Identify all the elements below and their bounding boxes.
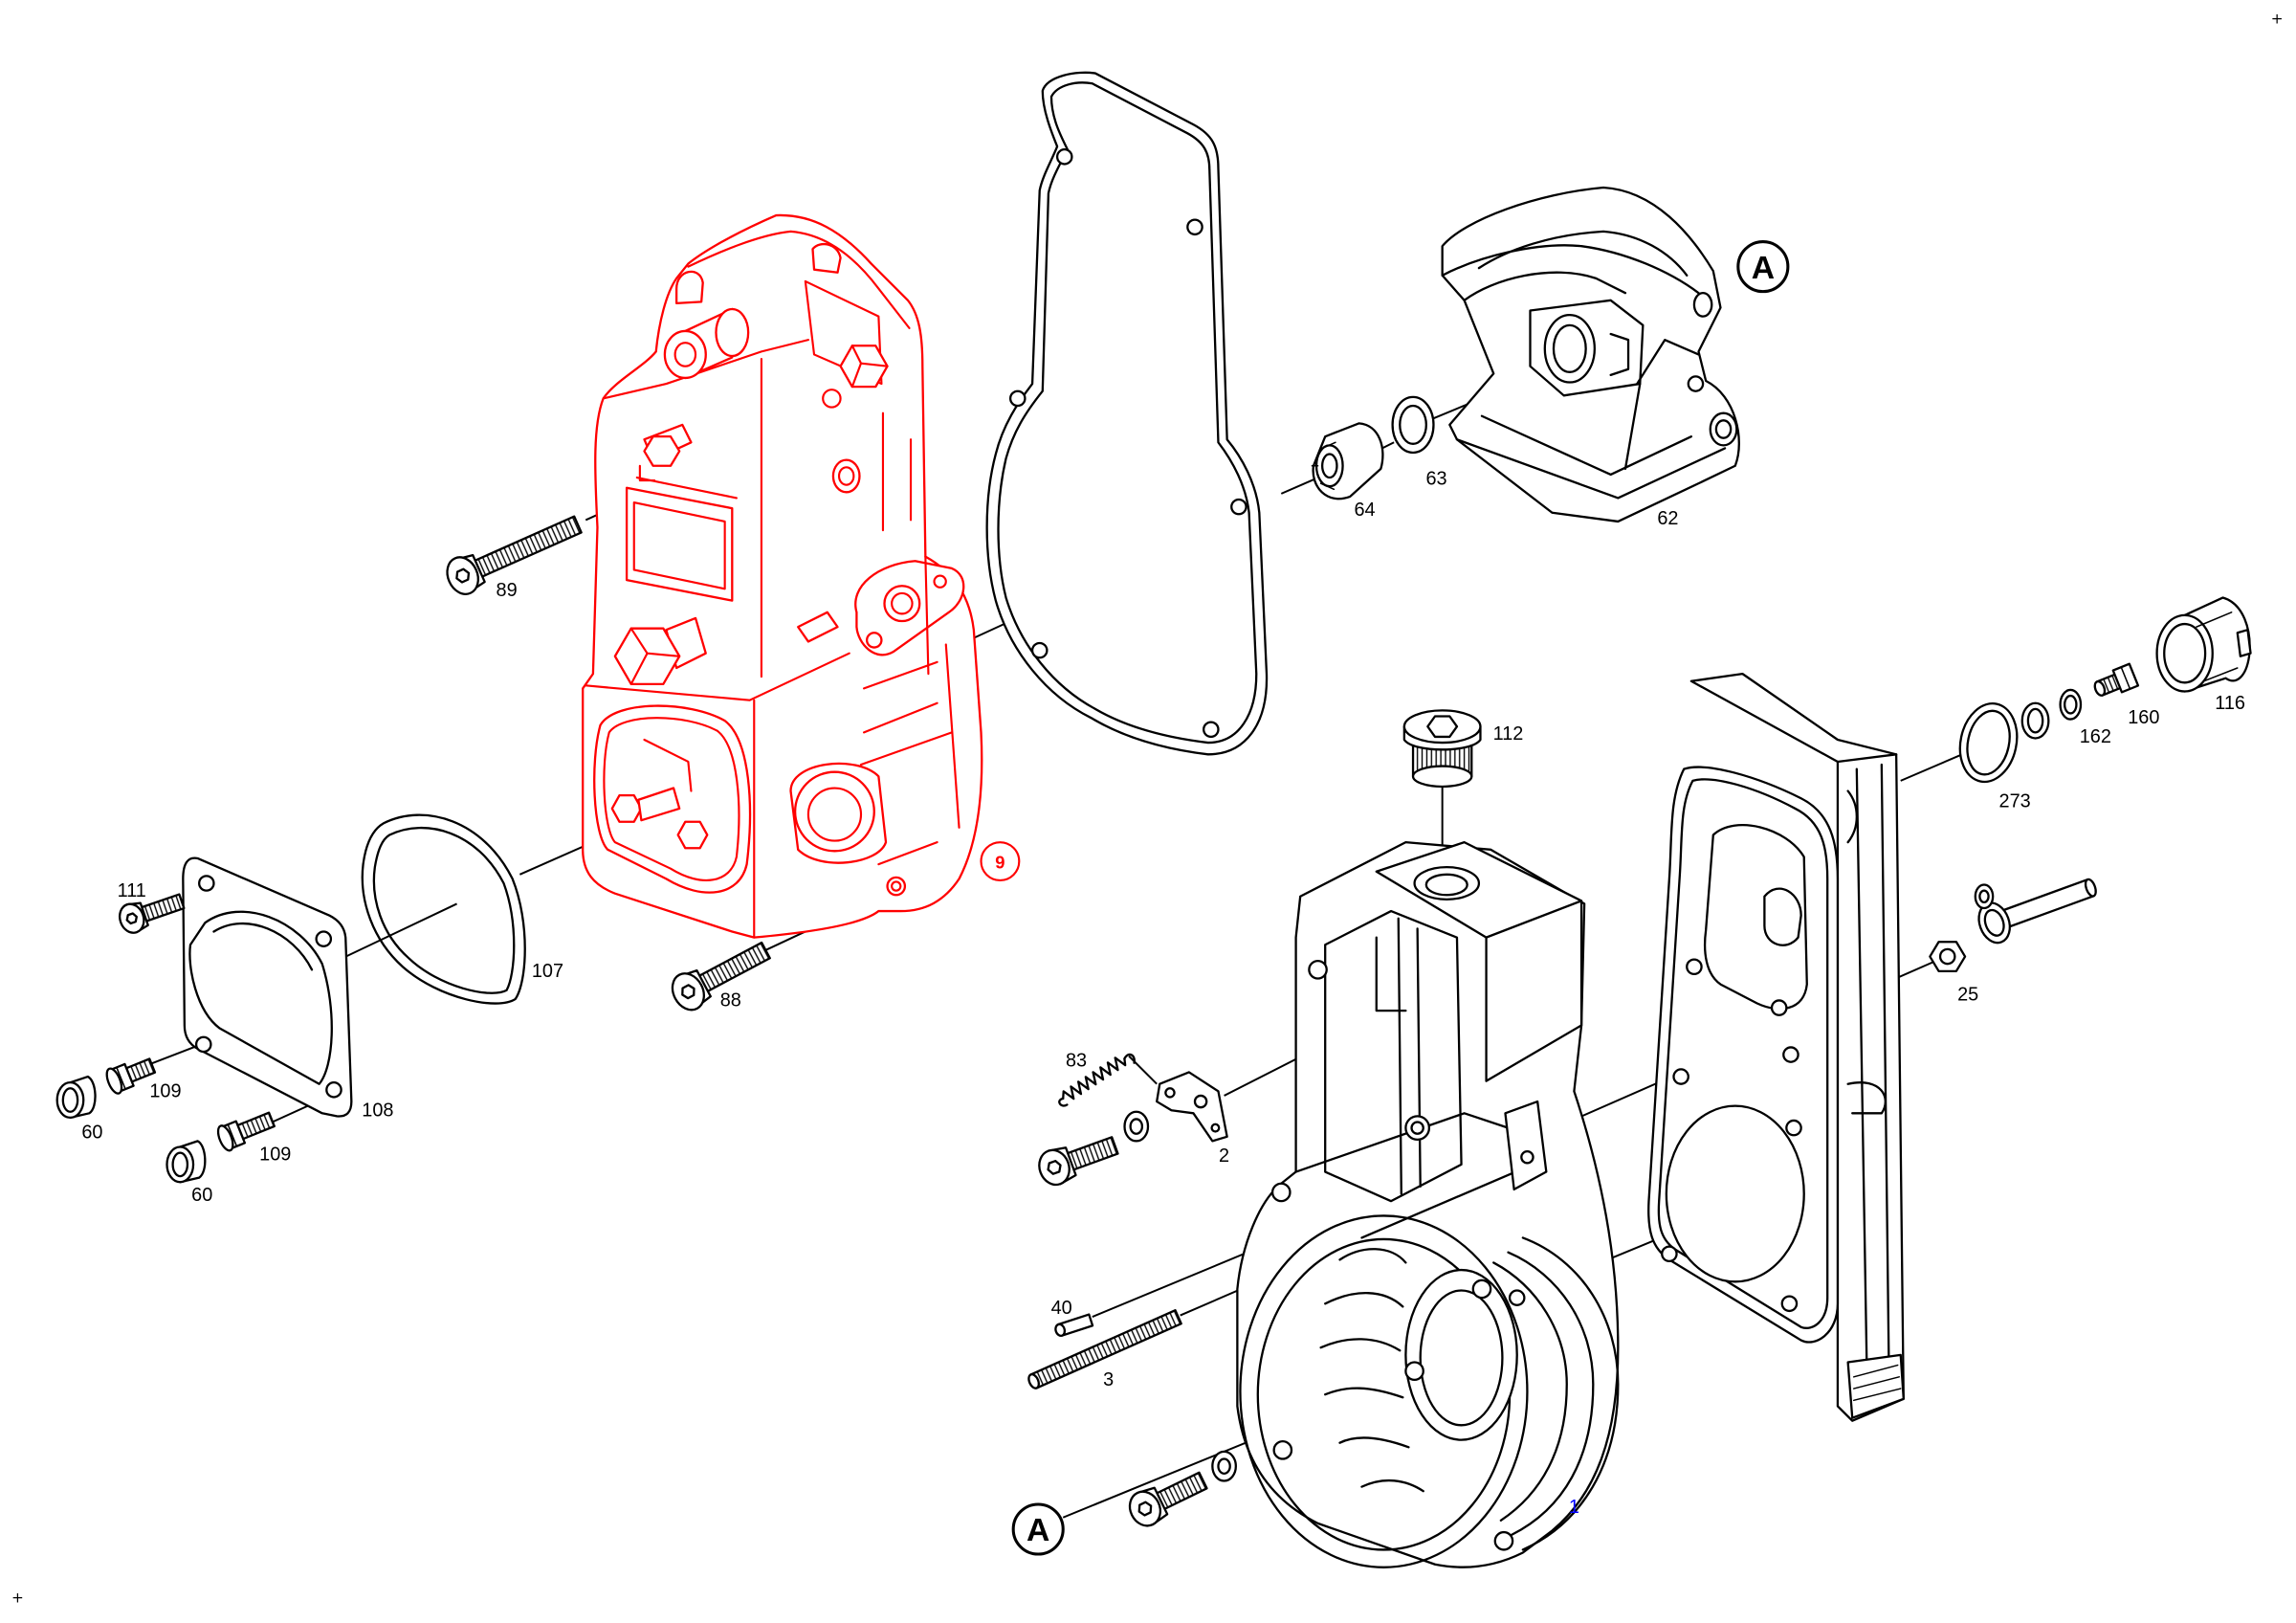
callout-63[interactable]: 63 [1425,469,1446,490]
gasket-top [985,71,1269,756]
callout-160[interactable]: 160 [2128,707,2159,728]
callout-88[interactable]: 88 [720,990,741,1012]
part-89-screw [446,515,583,595]
callouts: 89 88 107 9 111 109 108 60 60 109 64 63 … [81,240,2245,1556]
part-83-spring [1058,1053,1136,1107]
reference-marker-A-top-label[interactable]: A [1752,251,1775,286]
part-2-bracket [1156,1071,1228,1143]
part-273-ring [1958,702,2019,784]
callout-107[interactable]: 107 [532,961,563,982]
reference-marker-A-top[interactable]: A [1736,240,1790,294]
callout-40[interactable]: 40 [1051,1298,1072,1319]
leader-line-63 [1381,441,1395,450]
corner-mark-top-right: + [2271,11,2284,28]
reference-marker-A-bottom-circle[interactable] [1011,1502,1065,1556]
part-40-pin [1054,1313,1094,1337]
callout-64[interactable]: 64 [1354,500,1375,521]
part-63-ring [1391,395,1435,455]
part-64-fitting [1311,422,1384,500]
leader-line-83 [1128,1055,1158,1085]
part-162-seal-rings [2020,688,2083,740]
callout-273[interactable]: 273 [1999,790,2031,812]
part-109-fitting-a [105,1057,157,1095]
part-62-bracket [1441,186,1740,523]
callout-62[interactable]: 62 [1657,508,1678,529]
part-160-fitting [2093,662,2140,697]
screw-bottom [1128,1471,1208,1527]
callout-111[interactable]: 111 [118,880,146,901]
reference-marker-A-bottom[interactable]: A [1011,1502,1065,1556]
part-107-gasket [361,813,526,1005]
part-1-housing [1236,840,1620,1568]
callout-9[interactable]: 9 [995,853,1004,873]
callout-162[interactable]: 162 [2080,726,2111,747]
part-112-plug [1402,709,1482,789]
part-3-stud [1027,1309,1182,1390]
part-9-housing-highlighted [582,213,983,939]
callout-109-a[interactable]: 109 [149,1080,181,1101]
callout-109-b[interactable]: 109 [259,1144,291,1165]
part-60-cap-b [166,1140,207,1184]
reference-marker-A-bottom-label[interactable]: A [1027,1513,1049,1548]
reference-marker-A-top-circle[interactable] [1736,240,1790,294]
callout-60-a[interactable]: 60 [81,1122,102,1143]
callout-83[interactable]: 83 [1066,1050,1087,1071]
callout-9-circle[interactable] [980,841,1021,882]
washer-bracket-2 [1123,1110,1150,1143]
part-108-cover-plate [182,856,353,1118]
callout-3[interactable]: 3 [1103,1369,1114,1390]
corner-mark-bottom-left: + [11,1590,24,1607]
gasket-plate-right [1647,766,1840,1344]
part-88-screw [671,941,771,1012]
part-111-screw [119,893,186,934]
callout-9-selected[interactable]: 9 [980,841,1021,882]
callout-116[interactable]: 116 [2215,693,2245,714]
callout-1[interactable]: 1 [1569,1497,1579,1518]
callout-89[interactable]: 89 [497,580,518,601]
callout-112[interactable]: 112 [1493,723,1524,745]
part-60-cap-a [55,1075,97,1120]
callout-25[interactable]: 25 [1957,984,1978,1005]
callout-108[interactable]: 108 [362,1100,393,1121]
part-109-fitting-b [216,1111,276,1152]
leader-line-273 [1900,753,1963,782]
washer-bottom [1211,1450,1237,1482]
leader-line-108-to-107 [339,902,457,961]
part-116-cap [2155,596,2252,693]
screw-bracket-2 [1038,1136,1119,1187]
callout-60-b[interactable]: 60 [191,1185,212,1206]
leader-line-64 [1280,478,1315,495]
part-25-nut-and-pin [1929,878,2097,972]
callout-2[interactable]: 2 [1219,1145,1229,1167]
